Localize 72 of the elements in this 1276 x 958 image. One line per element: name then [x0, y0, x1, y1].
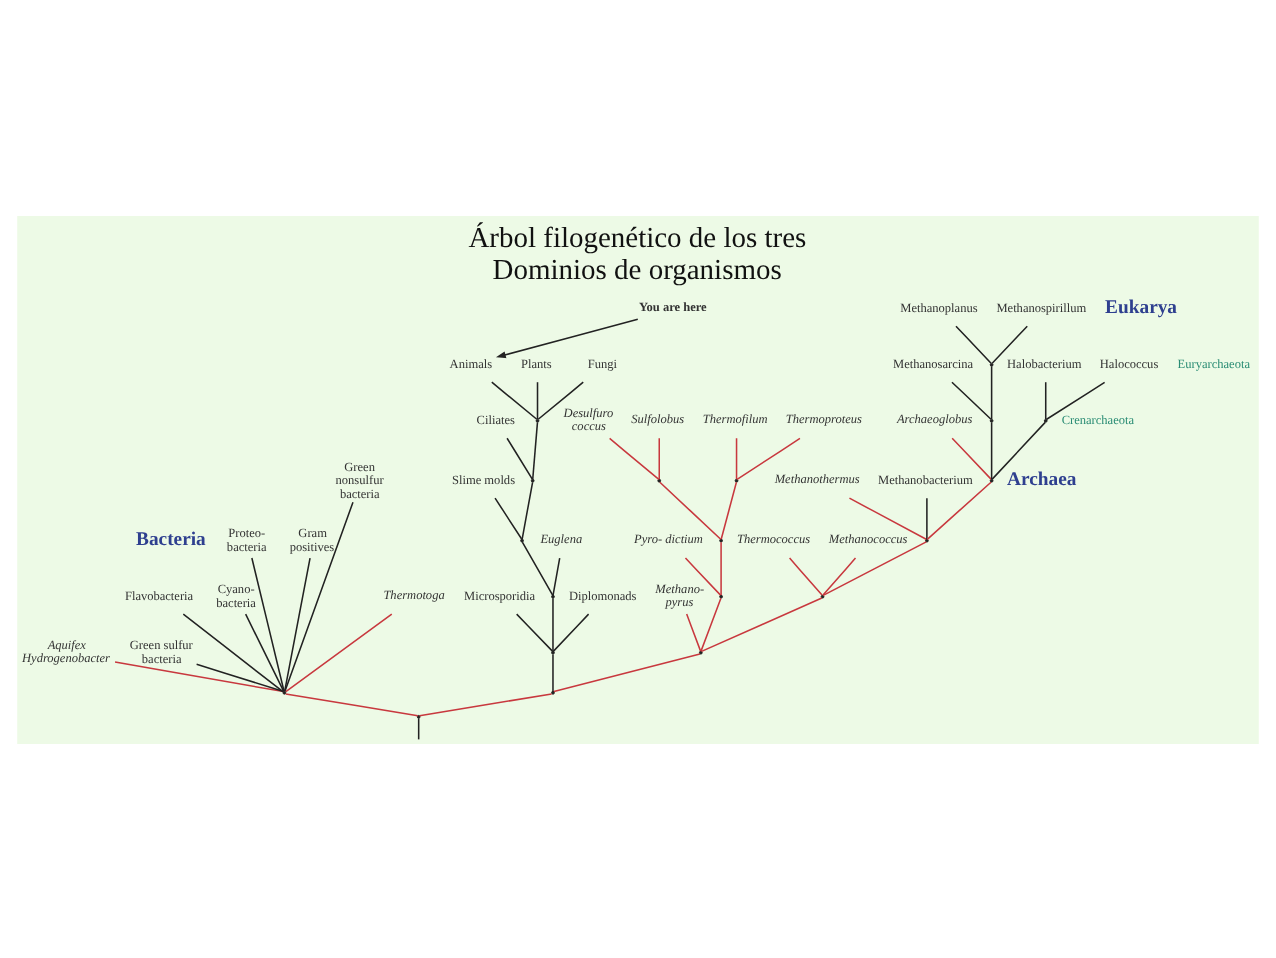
connector	[521, 540, 554, 595]
connector	[822, 556, 857, 595]
node-point	[719, 593, 723, 598]
node-point	[551, 649, 555, 654]
connector	[494, 496, 523, 539]
connector	[284, 692, 419, 716]
connector	[684, 556, 722, 595]
node-point	[520, 537, 524, 542]
node-point	[698, 649, 703, 654]
node-point	[282, 689, 287, 694]
connector	[251, 556, 285, 691]
connector	[658, 436, 661, 479]
node-point	[535, 417, 540, 422]
diagram-title: Árbol filogenético de los tres Dominios de organismos	[468, 221, 807, 286]
node-point	[1043, 417, 1048, 422]
label: Eukarya	[1105, 295, 1178, 318]
connector	[284, 500, 354, 692]
connector	[283, 556, 311, 691]
label: Bacteria	[136, 527, 206, 550]
connector	[244, 612, 285, 692]
connector	[195, 662, 285, 692]
connector	[114, 660, 285, 692]
connector	[685, 612, 702, 651]
connector	[521, 480, 534, 539]
connector	[536, 380, 539, 420]
connector	[515, 612, 554, 651]
connector	[848, 496, 927, 540]
connector	[990, 364, 993, 420]
connector	[552, 556, 561, 595]
connector	[491, 380, 538, 420]
connector	[553, 652, 701, 692]
node-point	[925, 537, 929, 542]
node-point	[416, 713, 421, 718]
connector	[1044, 380, 1047, 420]
connector	[531, 420, 539, 479]
node-point	[530, 477, 535, 482]
node-point	[719, 537, 723, 542]
connector	[990, 420, 993, 479]
connector	[991, 324, 1029, 363]
node-point	[551, 593, 555, 598]
connector	[1045, 380, 1106, 420]
connector	[735, 436, 738, 479]
node-point	[989, 477, 994, 482]
connector	[537, 380, 584, 420]
connector	[417, 716, 420, 740]
connector	[506, 436, 534, 479]
connector	[720, 540, 722, 595]
connector	[552, 596, 554, 651]
connector	[720, 480, 738, 539]
connector	[700, 596, 823, 652]
connector	[552, 652, 554, 692]
connector	[955, 324, 992, 363]
connector	[418, 692, 553, 716]
connector	[552, 612, 590, 651]
connector	[788, 556, 823, 595]
arrow	[495, 317, 639, 358]
connector	[926, 480, 992, 540]
label: Archaea	[1007, 467, 1077, 490]
node-point	[734, 477, 739, 482]
connector	[991, 420, 1046, 479]
connector	[659, 480, 722, 540]
connector	[182, 612, 284, 692]
connector	[285, 612, 393, 692]
node-point	[657, 477, 662, 482]
connector	[700, 596, 722, 651]
connector	[951, 380, 992, 420]
node-point	[551, 689, 555, 694]
node-point	[989, 361, 994, 366]
node-point	[989, 417, 994, 422]
connector	[951, 436, 992, 479]
connector	[926, 496, 928, 539]
connector	[608, 436, 660, 480]
